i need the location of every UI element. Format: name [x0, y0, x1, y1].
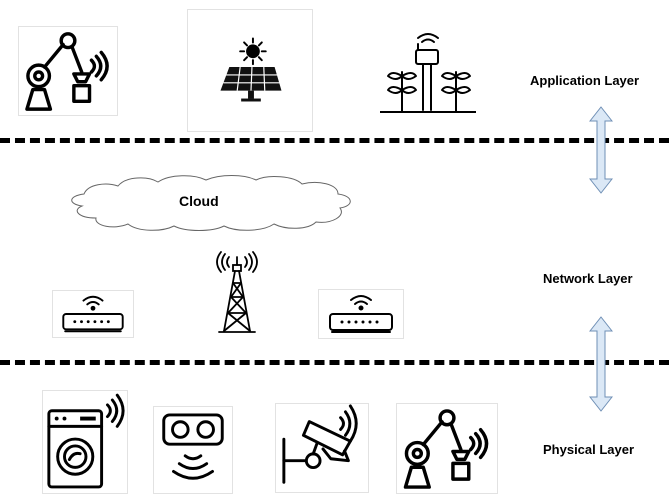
cloud-label: Cloud — [179, 193, 219, 209]
application-smart-farm-sensor — [379, 26, 477, 116]
double-arrow-upper — [588, 106, 614, 194]
application-robot-arm-tile — [18, 26, 118, 116]
robot-arm-icon — [403, 409, 489, 489]
proximity-sensor-icon — [162, 413, 224, 480]
security-camera-tile — [275, 403, 369, 493]
router-tile-right — [318, 289, 404, 339]
physical-layer-label: Physical Layer — [543, 442, 635, 457]
robot-arm-icon — [25, 32, 109, 111]
proximity-sensor-tile — [153, 406, 233, 494]
network-layer-label: Network Layer — [543, 271, 633, 286]
security-camera-icon — [282, 404, 358, 484]
layer-divider-bottom — [0, 360, 669, 365]
solar-panel-icon — [220, 37, 282, 102]
double-arrow-lower — [588, 316, 614, 412]
cell-tower-icon — [216, 251, 258, 333]
router-tile-left — [52, 290, 134, 338]
smart-farm-sensor-icon — [379, 33, 477, 113]
application-layer-label: Application Layer — [530, 73, 640, 88]
cloud — [62, 172, 358, 234]
double-arrow-icon — [588, 316, 614, 412]
router-icon — [62, 295, 124, 333]
application-solar-panel-tile — [187, 9, 313, 132]
double-arrow-icon — [588, 106, 614, 194]
router-icon — [329, 295, 393, 333]
washing-machine-icon — [47, 393, 125, 489]
cell-tower — [207, 251, 267, 335]
physical-robot-arm-tile — [396, 403, 498, 494]
cloud-shape-icon — [71, 175, 351, 231]
layer-divider-top — [0, 138, 669, 143]
washing-machine-tile — [42, 390, 128, 494]
